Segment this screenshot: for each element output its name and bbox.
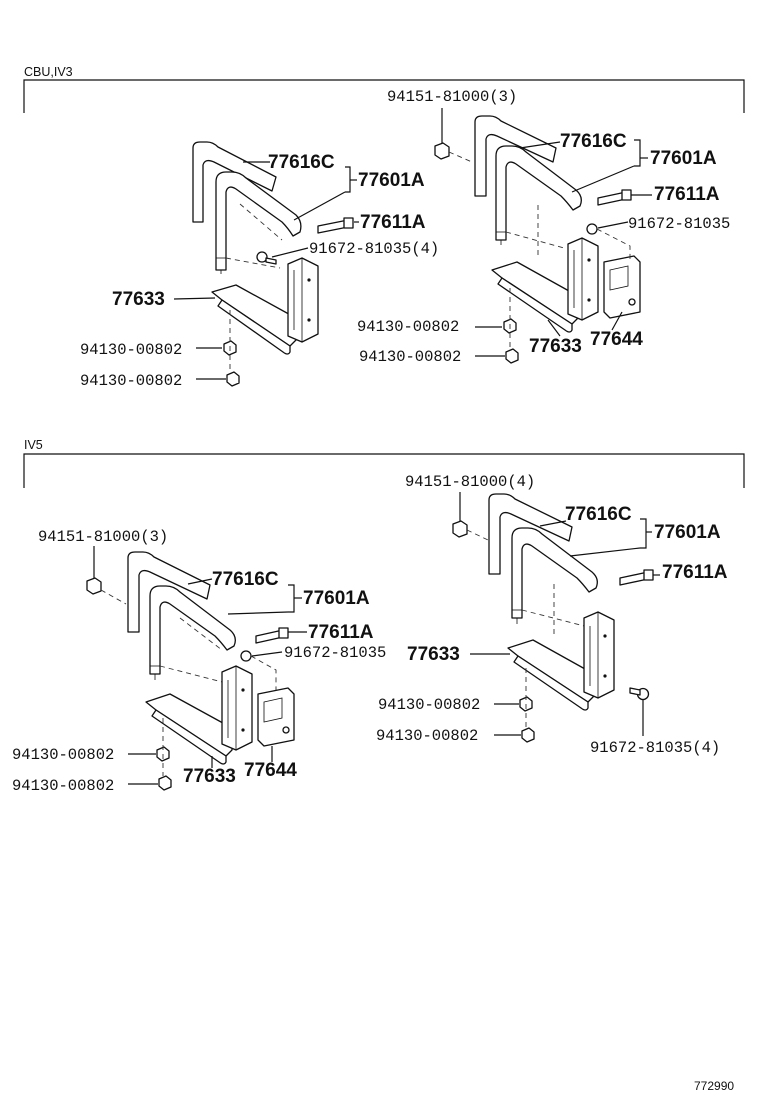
label-77601a: 77601A <box>358 170 425 191</box>
bracket-77644 <box>257 687 295 747</box>
label-94151-81000-4: 94151-81000(4) <box>405 473 535 491</box>
cushion-77616c <box>127 551 211 633</box>
label-77616c: 77616C <box>268 152 335 173</box>
nut-94130-b <box>226 371 240 387</box>
screw-91672 <box>240 650 252 662</box>
band-77601a <box>215 171 302 271</box>
nut-94130-b <box>521 727 535 743</box>
tray-77633 <box>507 639 595 703</box>
band-77601a <box>149 585 236 675</box>
label-94130-00802: 94130-00802 <box>357 318 459 336</box>
label-77601a: 77601A <box>650 148 717 169</box>
section-iv5: IV5 <box>12 438 745 795</box>
label-77644: 77644 <box>590 329 643 350</box>
label-91672-81035-4: 91672-81035(4) <box>590 739 720 757</box>
label-77633: 77633 <box>529 336 582 357</box>
nut-94151 <box>86 577 102 595</box>
section-label-iv5: IV5 <box>24 438 43 452</box>
assembly-left-2 <box>86 546 307 791</box>
label-94151-81000-3: 94151-81000(3) <box>38 528 168 546</box>
label-94130-00802: 94130-00802 <box>80 341 182 359</box>
tray-77633 <box>145 693 233 757</box>
label-77644: 77644 <box>244 760 297 781</box>
label-77601a: 77601A <box>303 588 370 609</box>
section-bracket <box>23 453 745 488</box>
band-77601a <box>495 145 582 241</box>
label-77611a: 77611A <box>662 562 728 583</box>
label-77611a: 77611A <box>360 212 426 233</box>
section-label-cbu-iv3: CBU,IV3 <box>24 65 73 79</box>
label-77616c: 77616C <box>565 504 632 525</box>
label-94130-00802: 94130-00802 <box>378 696 480 714</box>
nut-94151 <box>434 142 450 160</box>
label-77611a: 77611A <box>654 184 720 205</box>
label-77616c: 77616C <box>560 131 627 152</box>
section-cbu-iv3: CBU,IV3 <box>23 65 745 390</box>
nut-94130-b <box>505 348 519 364</box>
label-94130-00802: 94130-00802 <box>80 372 182 390</box>
tray-77633 <box>491 261 579 325</box>
cushion-77616c <box>192 141 277 223</box>
label-77616c: 77616C <box>212 569 279 590</box>
cushion-77616c <box>488 493 573 575</box>
label-77633: 77633 <box>112 289 165 310</box>
screw-91672 <box>256 251 268 263</box>
label-94130-00802: 94130-00802 <box>359 348 461 366</box>
label-77633: 77633 <box>183 766 236 787</box>
label-77611a: 77611A <box>308 622 374 643</box>
label-94151-81000-3: 94151-81000(3) <box>387 88 517 106</box>
screw-91672 <box>586 223 598 235</box>
tray-77633 <box>211 284 297 347</box>
label-91672-81035-4: 91672-81035(4) <box>309 240 439 258</box>
cushion-77616c <box>474 115 557 197</box>
label-94130-00802: 94130-00802 <box>12 777 114 795</box>
nut-94151 <box>452 520 468 538</box>
label-77601a: 77601A <box>654 522 721 543</box>
label-77633: 77633 <box>407 644 460 665</box>
diagram-code: 772990 <box>694 1079 734 1093</box>
band-77601a <box>511 527 598 619</box>
label-94130-00802: 94130-00802 <box>12 746 114 764</box>
assembly-right-1 <box>434 108 652 364</box>
assembly-left-1 <box>173 141 359 387</box>
section-bracket <box>23 79 745 113</box>
nut-94130-b <box>158 775 172 791</box>
label-91672-81035: 91672-81035 <box>628 215 730 233</box>
assembly-right-2 <box>452 492 660 743</box>
label-91672-81035: 91672-81035 <box>284 644 386 662</box>
label-94130-00802: 94130-00802 <box>376 727 478 745</box>
